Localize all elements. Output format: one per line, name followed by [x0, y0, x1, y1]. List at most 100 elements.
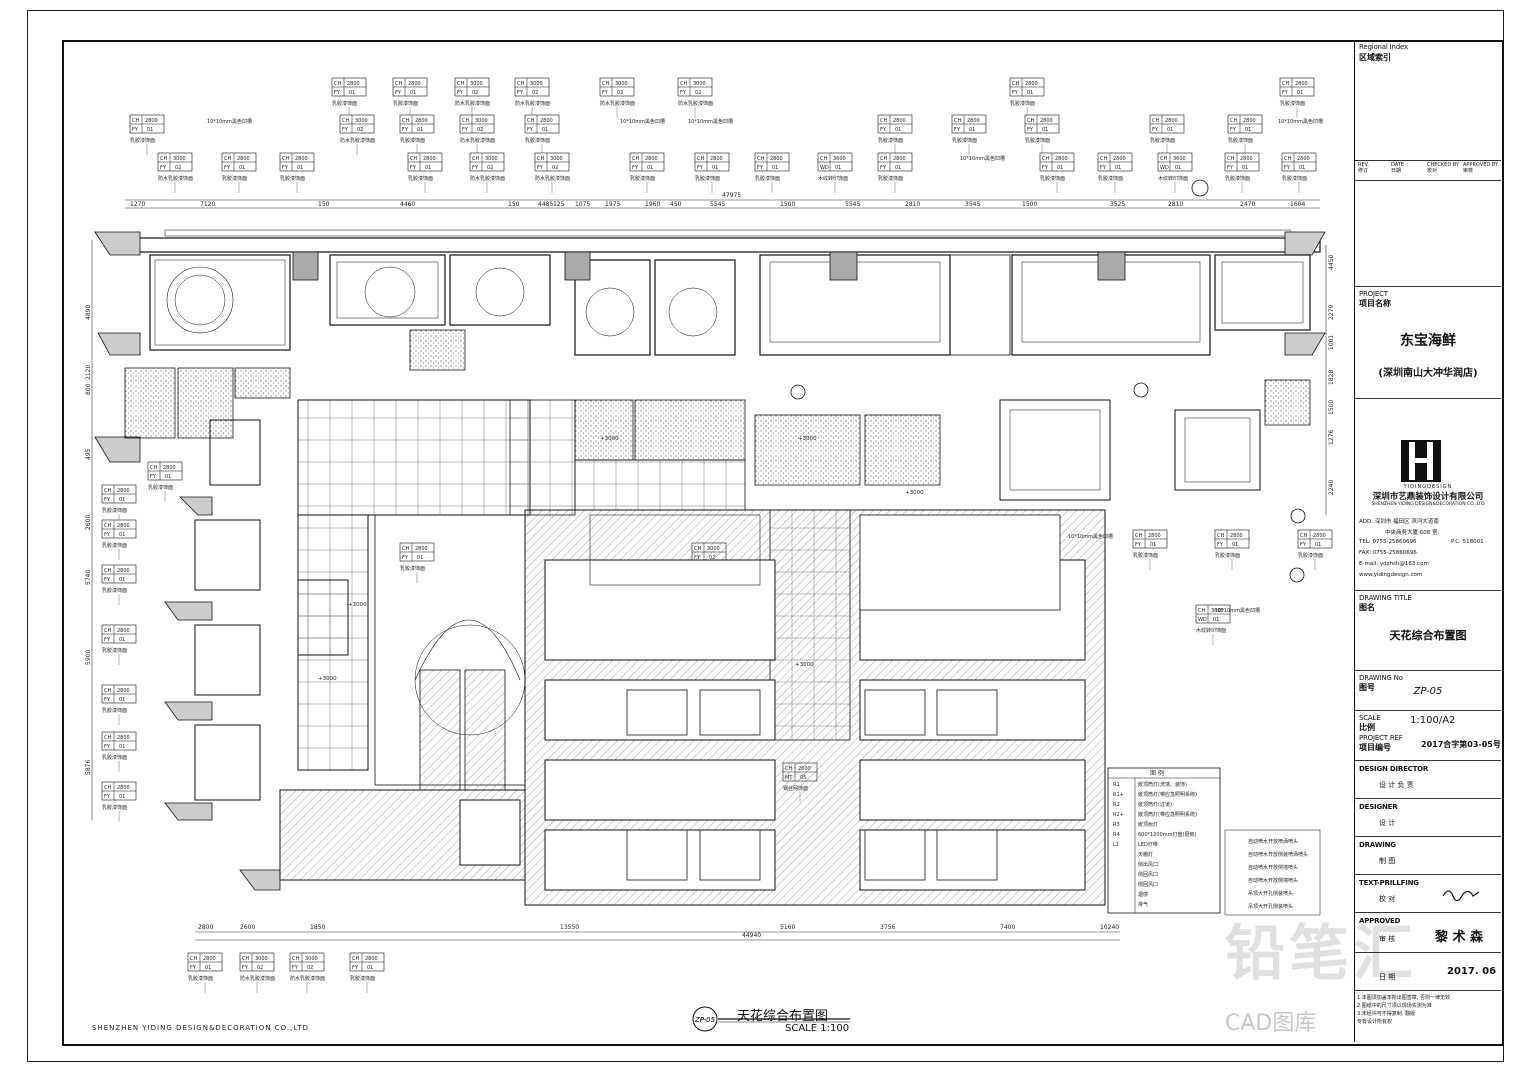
- logo-text: YIDINGDESIGN: [1403, 484, 1453, 490]
- scale-cn: 比例: [1359, 723, 1375, 732]
- svg-text:FY: FY: [1042, 165, 1049, 171]
- svg-text:FY: FY: [342, 127, 349, 133]
- dim-bottom: 5160: [780, 924, 795, 931]
- svg-text:02: 02: [307, 965, 313, 971]
- dim-top: 3545: [965, 201, 980, 208]
- svg-text:CH: CH: [820, 156, 827, 162]
- watermark-logo-text: 铅笔汇: [1225, 919, 1417, 989]
- svg-text:防水乳胶漆饰面: 防水乳胶漆饰面: [535, 175, 570, 182]
- svg-text:CH: CH: [1284, 156, 1291, 162]
- drawing-title-value: 天花综合布置图: [1389, 629, 1467, 642]
- legend-text: 侧出风口: [1138, 861, 1158, 868]
- height-note: +3000: [905, 490, 924, 496]
- svg-text:2800: 2800: [163, 465, 176, 471]
- svg-text:01: 01: [425, 165, 431, 171]
- svg-text:FY: FY: [1135, 542, 1142, 548]
- svg-text:WD: WD: [820, 165, 829, 171]
- svg-text:FY: FY: [462, 127, 469, 133]
- svg-text:乳胶漆饰面: 乳胶漆饰面: [148, 484, 173, 491]
- svg-text:01: 01: [1175, 165, 1181, 171]
- svg-text:FY: FY: [527, 127, 534, 133]
- svg-text:01: 01: [1150, 542, 1156, 548]
- svg-text:FY: FY: [104, 532, 111, 538]
- drawing-no-en: DRAWING No: [1359, 674, 1403, 682]
- svg-text:CH: CH: [1282, 81, 1289, 87]
- svg-text:防水乳胶漆饰面: 防水乳胶漆饰面: [678, 100, 713, 107]
- drawing-title-cn: 图名: [1359, 603, 1375, 612]
- svg-text:FY: FY: [190, 965, 197, 971]
- svg-text:乳胶漆饰面: 乳胶漆饰面: [695, 175, 720, 182]
- svg-text:FY: FY: [224, 165, 231, 171]
- legend-symbol: R1: [1113, 782, 1120, 788]
- svg-text:2800: 2800: [1165, 118, 1178, 124]
- regional-index-en: Regional Index: [1359, 43, 1408, 51]
- svg-text:2800: 2800: [1313, 533, 1326, 539]
- svg-text:乳胶漆饰面: 乳胶漆饰面: [1010, 100, 1035, 107]
- svg-text:FY: FY: [457, 90, 464, 96]
- dim-top: 1960: [645, 201, 660, 208]
- svg-text:CH: CH: [537, 156, 544, 162]
- svg-text:CH: CH: [697, 156, 704, 162]
- footer-company-name: SHENZHEN YIDING DESIGN&DECORATION CO.,LT…: [92, 1024, 309, 1032]
- watermark-sub-text: CAD图库: [1225, 1011, 1317, 1036]
- svg-text:CH: CH: [190, 956, 197, 962]
- svg-text:乳胶漆饰面: 乳胶漆饰面: [878, 175, 903, 182]
- svg-text:FY: FY: [517, 90, 524, 96]
- svg-text:CH: CH: [242, 956, 249, 962]
- svg-text:2800: 2800: [237, 156, 250, 162]
- title-block-notes: 1.本图须加盖本所出图签章, 否则一律无效 2.图纸中的尺寸须以现场实测为准 3…: [1357, 994, 1499, 1026]
- svg-text:01: 01: [647, 165, 653, 171]
- svg-text:乳胶漆饰面: 乳胶漆饰面: [400, 565, 425, 572]
- svg-text:乳胶漆饰面: 乳胶漆饰面: [1025, 137, 1050, 144]
- svg-text:FY: FY: [880, 165, 887, 171]
- company-tel: TEL: 0755-25860696: [1359, 539, 1417, 545]
- svg-text:02: 02: [532, 90, 538, 96]
- svg-text:CH: CH: [224, 156, 231, 162]
- svg-text:乳胶漆饰面: 乳胶漆饰面: [878, 137, 903, 144]
- svg-text:3000: 3000: [475, 118, 488, 124]
- svg-text:3600: 3600: [1173, 156, 1186, 162]
- approver-signature: 黎 术 森: [1435, 930, 1484, 945]
- svg-text:2800: 2800: [117, 785, 130, 791]
- svg-text:01: 01: [895, 165, 901, 171]
- svg-text:CH: CH: [132, 118, 139, 124]
- svg-text:FY: FY: [410, 165, 417, 171]
- svg-text:CH: CH: [402, 546, 409, 552]
- svg-text:2800: 2800: [117, 688, 130, 694]
- svg-text:CH: CH: [680, 81, 687, 87]
- svg-text:2800: 2800: [1297, 156, 1310, 162]
- legend-text: 嵌顶射灯: [1138, 821, 1158, 828]
- elevator-cars: [626, 689, 998, 881]
- svg-text:3000: 3000: [355, 118, 368, 124]
- svg-text:2800: 2800: [423, 156, 436, 162]
- legend-symbol: L1: [1113, 842, 1119, 848]
- svg-text:2800: 2800: [203, 956, 216, 962]
- design-director-cn: 设 计 负 责: [1379, 781, 1414, 789]
- slot-note: 10*10mm黑色凹槽: [620, 118, 665, 125]
- svg-text:CH: CH: [880, 118, 887, 124]
- regional-index-cn: 区域索引: [1359, 53, 1391, 62]
- legend-text: 嵌顶筒灯(洗墙、装饰): [1138, 781, 1187, 788]
- svg-text:CH: CH: [104, 568, 111, 574]
- legend-right-text: 自动喷水开放侧墙喷头: [1248, 864, 1298, 871]
- company-address-2: 中央商务大厦 608 室.: [1385, 530, 1440, 536]
- svg-text:01: 01: [205, 965, 211, 971]
- svg-text:CH: CH: [292, 956, 299, 962]
- svg-text:乳胶漆饰面: 乳胶漆饰面: [1150, 137, 1175, 144]
- svg-text:FY: FY: [680, 90, 687, 96]
- svg-text:CH: CH: [1217, 533, 1224, 539]
- svg-text:防水乳胶漆饰面: 防水乳胶漆饰面: [340, 137, 375, 144]
